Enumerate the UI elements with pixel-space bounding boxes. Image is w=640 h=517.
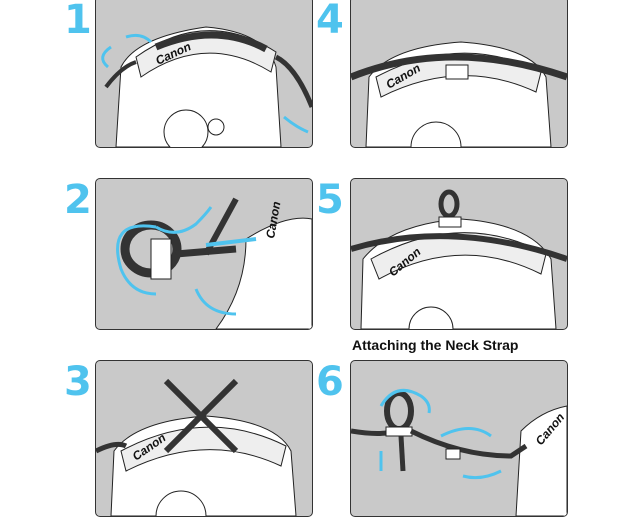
illustration-step-1: Canon bbox=[95, 0, 313, 148]
step-number-6: 6 bbox=[316, 359, 344, 405]
section-caption: Attaching the Neck Strap bbox=[352, 337, 519, 353]
illustration-step-4: Canon bbox=[350, 0, 568, 148]
illustration-step-6: Canon bbox=[350, 360, 568, 517]
step-number-4: 4 bbox=[316, 0, 344, 43]
illustration-step-2: Canon bbox=[95, 178, 313, 330]
illustration-step-5: Canon bbox=[350, 178, 568, 330]
illustration-step-3: Canon bbox=[95, 360, 313, 517]
step-number-2: 2 bbox=[64, 177, 92, 223]
step-number-5: 5 bbox=[316, 177, 344, 223]
step-number-1: 1 bbox=[64, 0, 92, 43]
step-number-3: 3 bbox=[64, 359, 92, 405]
canon-logo: Canon bbox=[263, 200, 283, 239]
